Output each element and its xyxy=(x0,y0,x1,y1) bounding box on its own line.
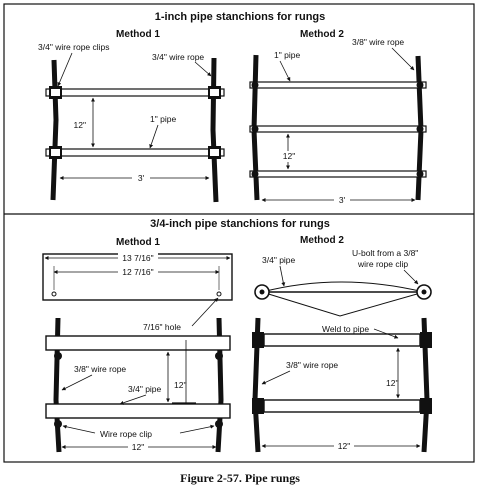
rung-pipe-upper xyxy=(263,333,421,347)
s2-method2-diagram: Method 2 3/4" pipe U-bolt from a 3/8" wi… xyxy=(252,235,432,453)
rope-clip xyxy=(251,170,259,178)
rung-pipe-upper xyxy=(45,88,225,97)
pipe-leader xyxy=(279,265,286,287)
s1-method1-header: Method 1 xyxy=(116,29,160,40)
u-bolt-center xyxy=(259,289,265,295)
detail-rope xyxy=(261,281,425,293)
rope-leader xyxy=(194,61,212,77)
width-label: 3' xyxy=(339,195,346,205)
clip-hole xyxy=(51,89,60,96)
wire-rope-clip xyxy=(54,420,62,428)
right-wire-rope xyxy=(210,57,219,203)
dim-gap xyxy=(132,172,150,184)
section2-title: 3/4-inch pipe stanchions for rungs xyxy=(150,218,330,230)
rope-leader xyxy=(261,370,291,385)
s1-method2-header: Method 2 xyxy=(300,29,344,40)
pipe-label: 3/4" pipe xyxy=(128,384,162,394)
rung-pipe-lower xyxy=(263,399,421,413)
pipe-label: 1" pipe xyxy=(274,50,300,60)
bolt-hole xyxy=(51,291,57,297)
dim-gap xyxy=(118,266,158,278)
rope-leader xyxy=(61,374,93,391)
pipe-label: 1" pipe xyxy=(150,114,176,124)
rope-clip xyxy=(251,125,259,133)
clip-leader xyxy=(179,424,215,434)
weld-leader xyxy=(373,328,399,339)
rung-bar-lower xyxy=(45,403,231,419)
clip-leader xyxy=(62,424,96,434)
clip-hole xyxy=(51,149,60,156)
left-wire-rope xyxy=(50,59,59,201)
s2-method1-diagram: Method 1 13 7/16" 12 7/16" 7/16" hole 3/… xyxy=(42,237,233,453)
u-bolt-center xyxy=(421,289,427,295)
wire-rope-label: 3/8" wire rope xyxy=(74,364,126,374)
spacing-label: 12" xyxy=(386,378,398,388)
hole-leader xyxy=(191,297,219,327)
pipe-leader xyxy=(279,60,291,82)
spacing-label: 12" xyxy=(283,151,295,161)
clip-hole xyxy=(210,89,219,96)
weld-label: Weld to pipe xyxy=(322,324,369,334)
welded-u-bolt xyxy=(420,332,432,348)
welded-u-bolt xyxy=(420,398,432,414)
spacing-label: 12" xyxy=(174,380,186,390)
rope-clip xyxy=(416,170,424,178)
wire-rope-clip xyxy=(215,420,223,428)
wire-rope-label: 3/4" wire rope xyxy=(152,52,204,62)
clip-label: Wire rope clip xyxy=(100,429,152,439)
pipe-label: 3/4" pipe xyxy=(262,255,296,265)
rung-pipe-top xyxy=(249,81,427,89)
ubolt-label-line2: wire rope clip xyxy=(357,259,408,269)
spacing-label: 12" xyxy=(74,120,86,130)
hole-label: 7/16" hole xyxy=(143,322,181,332)
s2-method1-header: Method 1 xyxy=(116,237,160,248)
dim-gap xyxy=(280,151,298,162)
welded-u-bolt xyxy=(252,332,264,348)
rung-bar-upper xyxy=(45,335,231,351)
wire-rope-label: 3/8" wire rope xyxy=(352,37,404,47)
wire-rope-label: 3/8" wire rope xyxy=(286,360,338,370)
ubolt-leader xyxy=(403,269,419,285)
dim-gap xyxy=(334,440,354,452)
clips-leader xyxy=(57,52,73,87)
clip-hole xyxy=(210,149,219,156)
width-label: 12" xyxy=(132,442,144,452)
detail-rope-sag xyxy=(261,291,425,317)
width-label: 3' xyxy=(138,173,145,183)
wire-rope-clip xyxy=(215,352,223,360)
pipe-leader xyxy=(149,124,159,149)
clips-label: 3/4" wire rope clips xyxy=(38,42,110,52)
rope-clip xyxy=(416,81,424,89)
dim-gap xyxy=(334,194,350,206)
dim-gap xyxy=(118,252,158,264)
inner-dimension-label: 12 7/16" xyxy=(122,267,153,277)
section1-title: 1-inch pipe stanchions for rungs xyxy=(155,11,326,23)
outer-frame xyxy=(3,3,475,463)
bolt-hole xyxy=(216,291,222,297)
rope-leader xyxy=(391,47,415,71)
outer-dimension-label: 13 7/16" xyxy=(122,253,153,263)
s1-method2-diagram: Method 2 1" pipe 3/8" wire rope 12" 3' xyxy=(249,29,427,206)
figure-caption: Figure 2-57. Pipe rungs xyxy=(180,471,300,485)
pipe-leader xyxy=(119,394,147,405)
s1-method1-diagram: Method 1 3/4" wire rope clips 3/4" wire … xyxy=(38,29,225,203)
welded-u-bolt xyxy=(252,398,264,414)
rung-pipe-lower xyxy=(45,148,225,157)
s2-method2-header: Method 2 xyxy=(300,235,344,246)
wire-rope-clip xyxy=(54,352,62,360)
rung-pipe-middle xyxy=(249,125,427,133)
rung-pipe-bottom xyxy=(249,170,427,178)
rope-clip xyxy=(251,81,259,89)
width-label: 12" xyxy=(338,441,350,451)
rope-clip xyxy=(416,125,424,133)
dim-gap xyxy=(128,441,148,453)
ubolt-label-line1: U-bolt from a 3/8" xyxy=(352,248,418,258)
